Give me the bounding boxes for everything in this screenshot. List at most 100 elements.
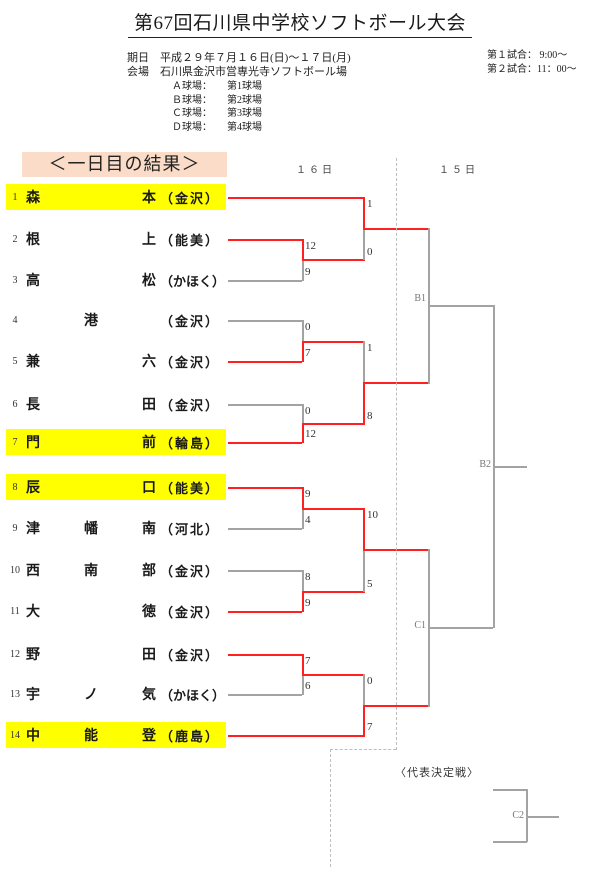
team-name-char: 中 [26, 729, 40, 744]
team-seed: 13 [10, 688, 20, 700]
team-name-char: 上 [142, 233, 156, 248]
team-name: 宇ノ気 [24, 684, 156, 704]
match-score: 0 [367, 675, 373, 687]
team-region: （かほく） [160, 687, 226, 703]
bracket-line-red [363, 508, 365, 550]
team-name: 港 [24, 310, 156, 330]
team-seed: 8 [12, 481, 18, 493]
match-score: 0 [305, 405, 311, 417]
team-name: 根上 [24, 229, 156, 249]
bracket-line-red [302, 674, 365, 676]
team-seed: 1 [12, 191, 18, 203]
bracket-line-gray [302, 259, 304, 281]
bracket-line-red [228, 487, 302, 489]
team-name: 野田 [24, 644, 156, 664]
team-name-char: 西 [26, 564, 40, 579]
venue-label: 会場 [127, 66, 149, 78]
team-region: （金沢） [160, 313, 221, 329]
team-name: 門前 [24, 432, 156, 452]
match-score: 9 [305, 488, 311, 500]
bracket-line-red [363, 197, 365, 229]
bracket-line-red [228, 361, 302, 363]
match-label-c2: C2 [512, 810, 524, 821]
bracket-line-gray [363, 228, 365, 260]
bracket-line-gray [428, 627, 493, 629]
team-seed: 2 [12, 233, 18, 245]
team-seed: 12 [10, 648, 20, 660]
team-name-char: 前 [142, 436, 156, 451]
bracket-line-gray [493, 466, 527, 468]
bracket-line-red [302, 423, 365, 425]
team-region: （かほく） [160, 273, 226, 289]
bracket-line-gray [302, 674, 304, 695]
team-name: 辰口 [24, 477, 156, 497]
bracket-line-red [302, 341, 365, 343]
bracket-line-red [363, 382, 365, 424]
team-name-char: 南 [142, 522, 156, 537]
field-row: Ａ球場： 第1球場 [172, 80, 351, 94]
match-score: 4 [305, 514, 311, 526]
match-label-c1: C1 [414, 620, 426, 631]
bracket-line-red [302, 341, 304, 362]
team-seed: 11 [10, 605, 20, 617]
team-name-char: 能 [84, 729, 98, 744]
team-name: 中能登 [24, 725, 156, 745]
field-a-value: 第1球場 [227, 81, 262, 92]
team-name: 津幡南 [24, 518, 156, 538]
team-name-char: 津 [26, 522, 40, 537]
match-score: 8 [305, 571, 311, 583]
team-seed: 7 [12, 436, 18, 448]
bracket-line-gray [228, 404, 302, 406]
field-c-label: Ｃ球場： [172, 108, 212, 119]
team-name-char: 口 [142, 481, 156, 496]
bracket-line-gray [302, 508, 304, 529]
bracket-line-gray [228, 280, 302, 282]
bracket-line-dash [396, 158, 397, 750]
bracket-line-red [302, 239, 304, 260]
bracket-line-red [228, 442, 302, 444]
field-d-label: Ｄ球場： [172, 121, 212, 133]
match-score: 1 [367, 342, 373, 354]
team-name-char: 大 [26, 605, 40, 620]
bracket-line-gray [363, 341, 365, 383]
team-seed: 4 [12, 314, 18, 326]
team-region: （金沢） [160, 563, 221, 579]
info-block: 期日 平成２９年７月１６日(日)～１７日(月) 会場 石川県金沢市営専光寺ソフト… [127, 51, 351, 134]
team-name: 森本 [24, 187, 156, 207]
field-row: Ｂ球場： 第2球場 [172, 94, 351, 108]
bracket-line-red [302, 423, 304, 443]
team-region: （輪島） [160, 435, 221, 451]
field-row: Ｄ球場： 第4球場 [172, 121, 351, 135]
bracket-line-red [302, 259, 365, 261]
team-seed: 9 [12, 522, 18, 534]
team-region: （金沢） [160, 354, 221, 370]
team-region: （鹿島） [160, 728, 221, 744]
bracket-line-red [228, 654, 302, 656]
date-label: 期日 [127, 52, 149, 64]
team-name-char: 高 [26, 274, 40, 289]
match-label-b2: B2 [479, 459, 491, 470]
team-name-char: 長 [26, 398, 40, 413]
bracket-line-gray [228, 320, 302, 322]
field-list: Ａ球場： 第1球場 Ｂ球場： 第2球場 Ｃ球場： 第3球場 Ｄ球場： 第4球場 [172, 80, 351, 134]
day1-results-heading: ＜一日目の結果＞ [22, 152, 227, 177]
team-name-char: 六 [142, 355, 156, 370]
bracket-line-dash [330, 749, 396, 750]
match-score: 9 [305, 266, 311, 278]
bracket-line-red [228, 197, 365, 199]
bracket-line-red [228, 239, 302, 241]
bracket-line-gray [428, 305, 493, 307]
team-name-char: 部 [142, 564, 156, 579]
team-name: 大徳 [24, 601, 156, 621]
bracket-line-gray [493, 789, 527, 791]
day-label-16: １６日 [296, 165, 335, 176]
team-name-char: 野 [26, 648, 40, 663]
field-b-value: 第2球場 [227, 94, 262, 106]
bracket-line-gray [363, 674, 365, 706]
team-region: （能美） [160, 232, 221, 248]
team-name-char: ノ [84, 688, 98, 703]
